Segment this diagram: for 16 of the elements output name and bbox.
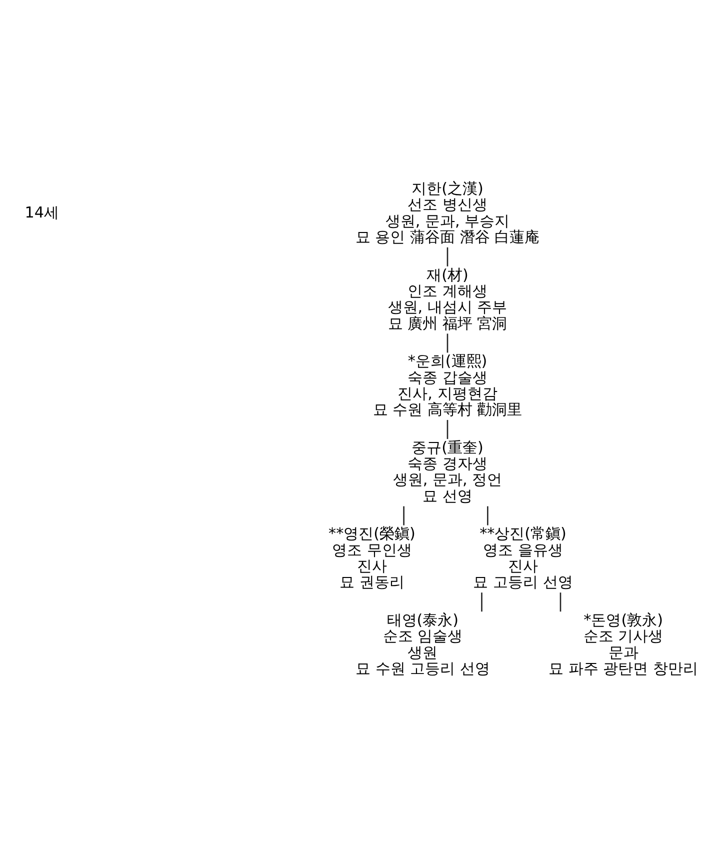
node-text: 재(材) 인조 계해생 생원, 내섬시 주부 묘 廣州 福坪 宮洞 xyxy=(388,265,508,332)
connector xyxy=(446,246,448,266)
connector xyxy=(446,333,448,352)
node-text: *운희(運熙) 숙종 갑술생 진사, 지평현감 묘 수원 高等村 勸洞里 xyxy=(372,352,522,418)
node-text: 중규(重奎) 숙종 경자생 생원, 문과, 정언 묘 선영 xyxy=(392,438,502,504)
connector xyxy=(481,592,482,612)
node-text: *돈영(敦永) 순조 기사생 문과 묘 파주 광탄면 창만리 xyxy=(548,610,698,678)
node-text: 지한(之漢) 선조 병신생 생원, 문과, 부승지 묘 용인 蒲谷面 潛谷 白蓮庵 xyxy=(355,178,540,246)
node-text: **상진(常鎭) 영조 을유생 진사 묘 고등리 선영 xyxy=(473,524,573,591)
node-text: 태영(泰永) 순조 임술생 생원 묘 수원 고등리 선영 xyxy=(355,610,490,678)
connector xyxy=(560,592,562,612)
node-text: **영진(榮鎭) 영조 무인생 진사 묘 권동리 xyxy=(328,524,416,591)
connector xyxy=(487,506,488,525)
label: 14세 xyxy=(24,203,60,222)
connector xyxy=(403,506,404,525)
connector xyxy=(446,419,448,438)
